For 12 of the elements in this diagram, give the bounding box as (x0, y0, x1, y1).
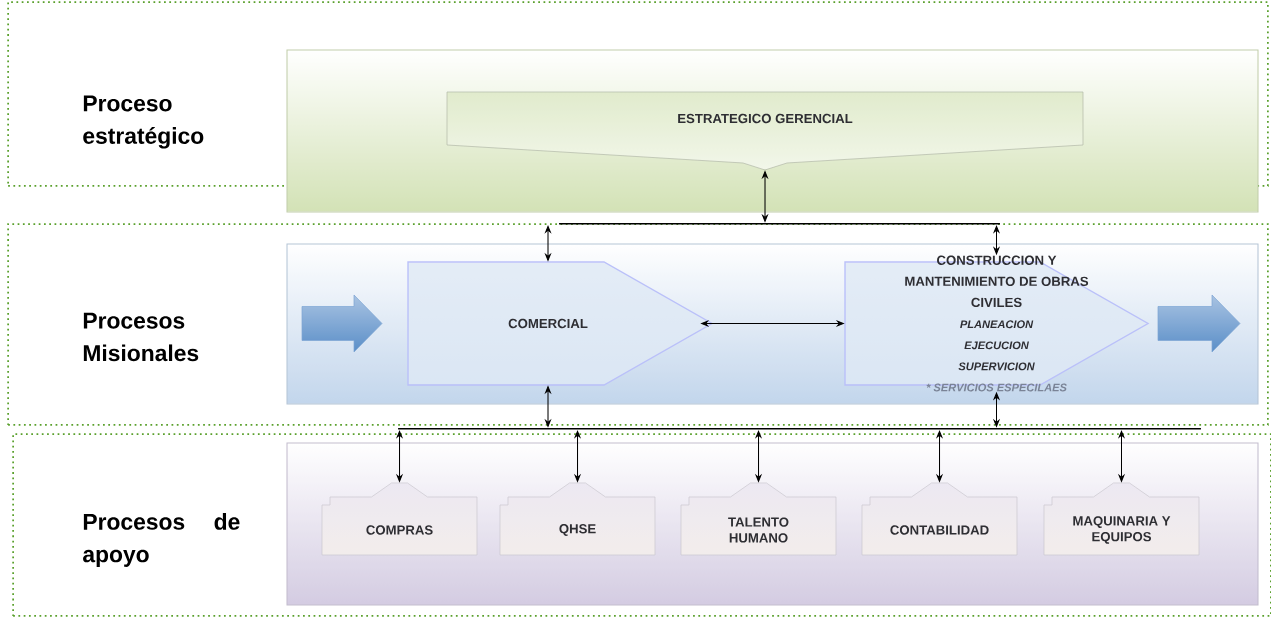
section-label: Procesos Misionales (83, 312, 199, 362)
node-label: QHSE (559, 524, 596, 536)
node-label: CONSTRUCCION Y (937, 255, 1057, 265)
node-label: CONTABILIDAD (890, 525, 989, 535)
section-label: Proceso estratégico (83, 95, 204, 149)
node-label: * SERVICIOS ESPECILAES (926, 383, 1067, 392)
node-label: MAQUINARIA Y EQUIPOS (1073, 516, 1171, 544)
node-label: COMERCIAL (508, 318, 588, 329)
node-label: ESTRATEGICO GERENCIAL (678, 113, 853, 124)
section-label: Procesos de apoyo (83, 513, 240, 567)
node-label: COMPRAS (366, 525, 433, 535)
node-label: TALENTO HUMANO (728, 517, 789, 543)
